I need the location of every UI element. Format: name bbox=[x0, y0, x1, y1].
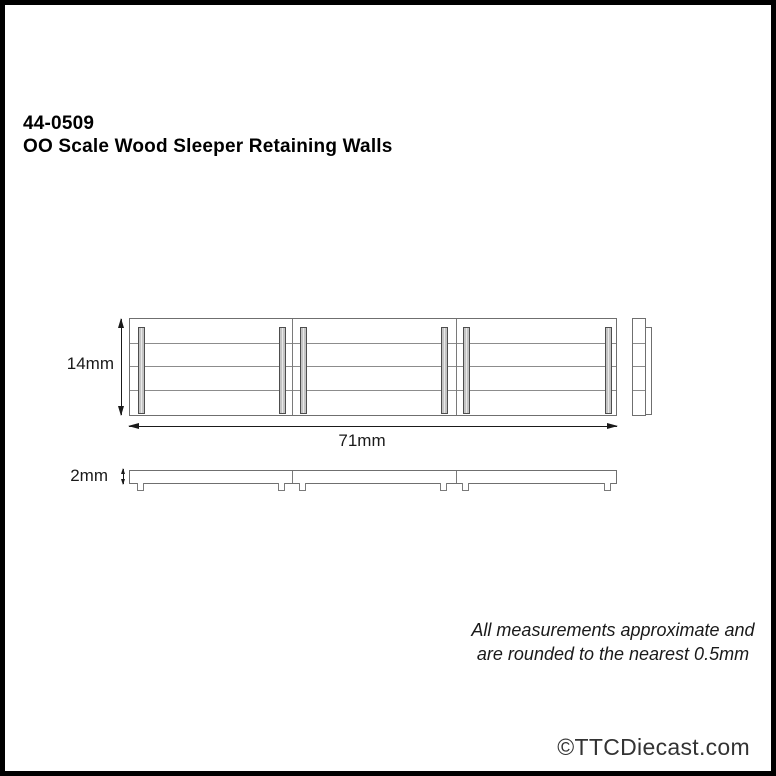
width-dimension-label: 71mm bbox=[338, 431, 386, 450]
measurement-note: All measurements approximate and are rou… bbox=[450, 619, 776, 666]
depth-dimension-label: 2mm bbox=[70, 466, 108, 485]
end-profile-post bbox=[645, 327, 652, 415]
front-elevation-view bbox=[129, 318, 617, 416]
width-dimension-arrow bbox=[128, 423, 618, 429]
plank-line bbox=[633, 343, 645, 344]
timber-post bbox=[441, 327, 448, 414]
panel-divider bbox=[292, 471, 293, 483]
post-tab bbox=[604, 483, 611, 491]
plank-line bbox=[130, 366, 616, 367]
watermark: ©TTCDiecast.com bbox=[557, 734, 750, 760]
end-profile-view bbox=[632, 318, 646, 416]
height-dimension-label: 14mm bbox=[66, 354, 114, 373]
plan-view bbox=[129, 470, 617, 484]
panel-divider bbox=[292, 319, 293, 415]
post-tab bbox=[462, 483, 469, 491]
height-dimension-arrow bbox=[118, 318, 124, 416]
depth-dimension-arrow bbox=[121, 468, 125, 485]
post-tab bbox=[137, 483, 144, 491]
timber-post bbox=[463, 327, 470, 414]
product-title: OO Scale Wood Sleeper Retaining Walls bbox=[23, 136, 393, 157]
post-tab bbox=[440, 483, 447, 491]
plank-line bbox=[633, 390, 645, 391]
timber-post bbox=[300, 327, 307, 414]
header: 44-0509 OO Scale Wood Sleeper Retaining … bbox=[23, 112, 393, 158]
plank-line bbox=[130, 343, 616, 344]
measurement-note-line2: are rounded to the nearest 0.5mm bbox=[476, 643, 750, 664]
panel-divider bbox=[456, 319, 457, 415]
timber-post bbox=[138, 327, 145, 414]
post-tab bbox=[278, 483, 285, 491]
plank-line bbox=[130, 390, 616, 391]
timber-post bbox=[279, 327, 286, 414]
measurement-note-line1: All measurements approximate and bbox=[471, 620, 755, 640]
panel-divider bbox=[456, 471, 457, 483]
plank-line bbox=[633, 366, 645, 367]
post-tab bbox=[299, 483, 306, 491]
timber-post bbox=[605, 327, 612, 414]
product-code: 44-0509 bbox=[23, 113, 95, 134]
